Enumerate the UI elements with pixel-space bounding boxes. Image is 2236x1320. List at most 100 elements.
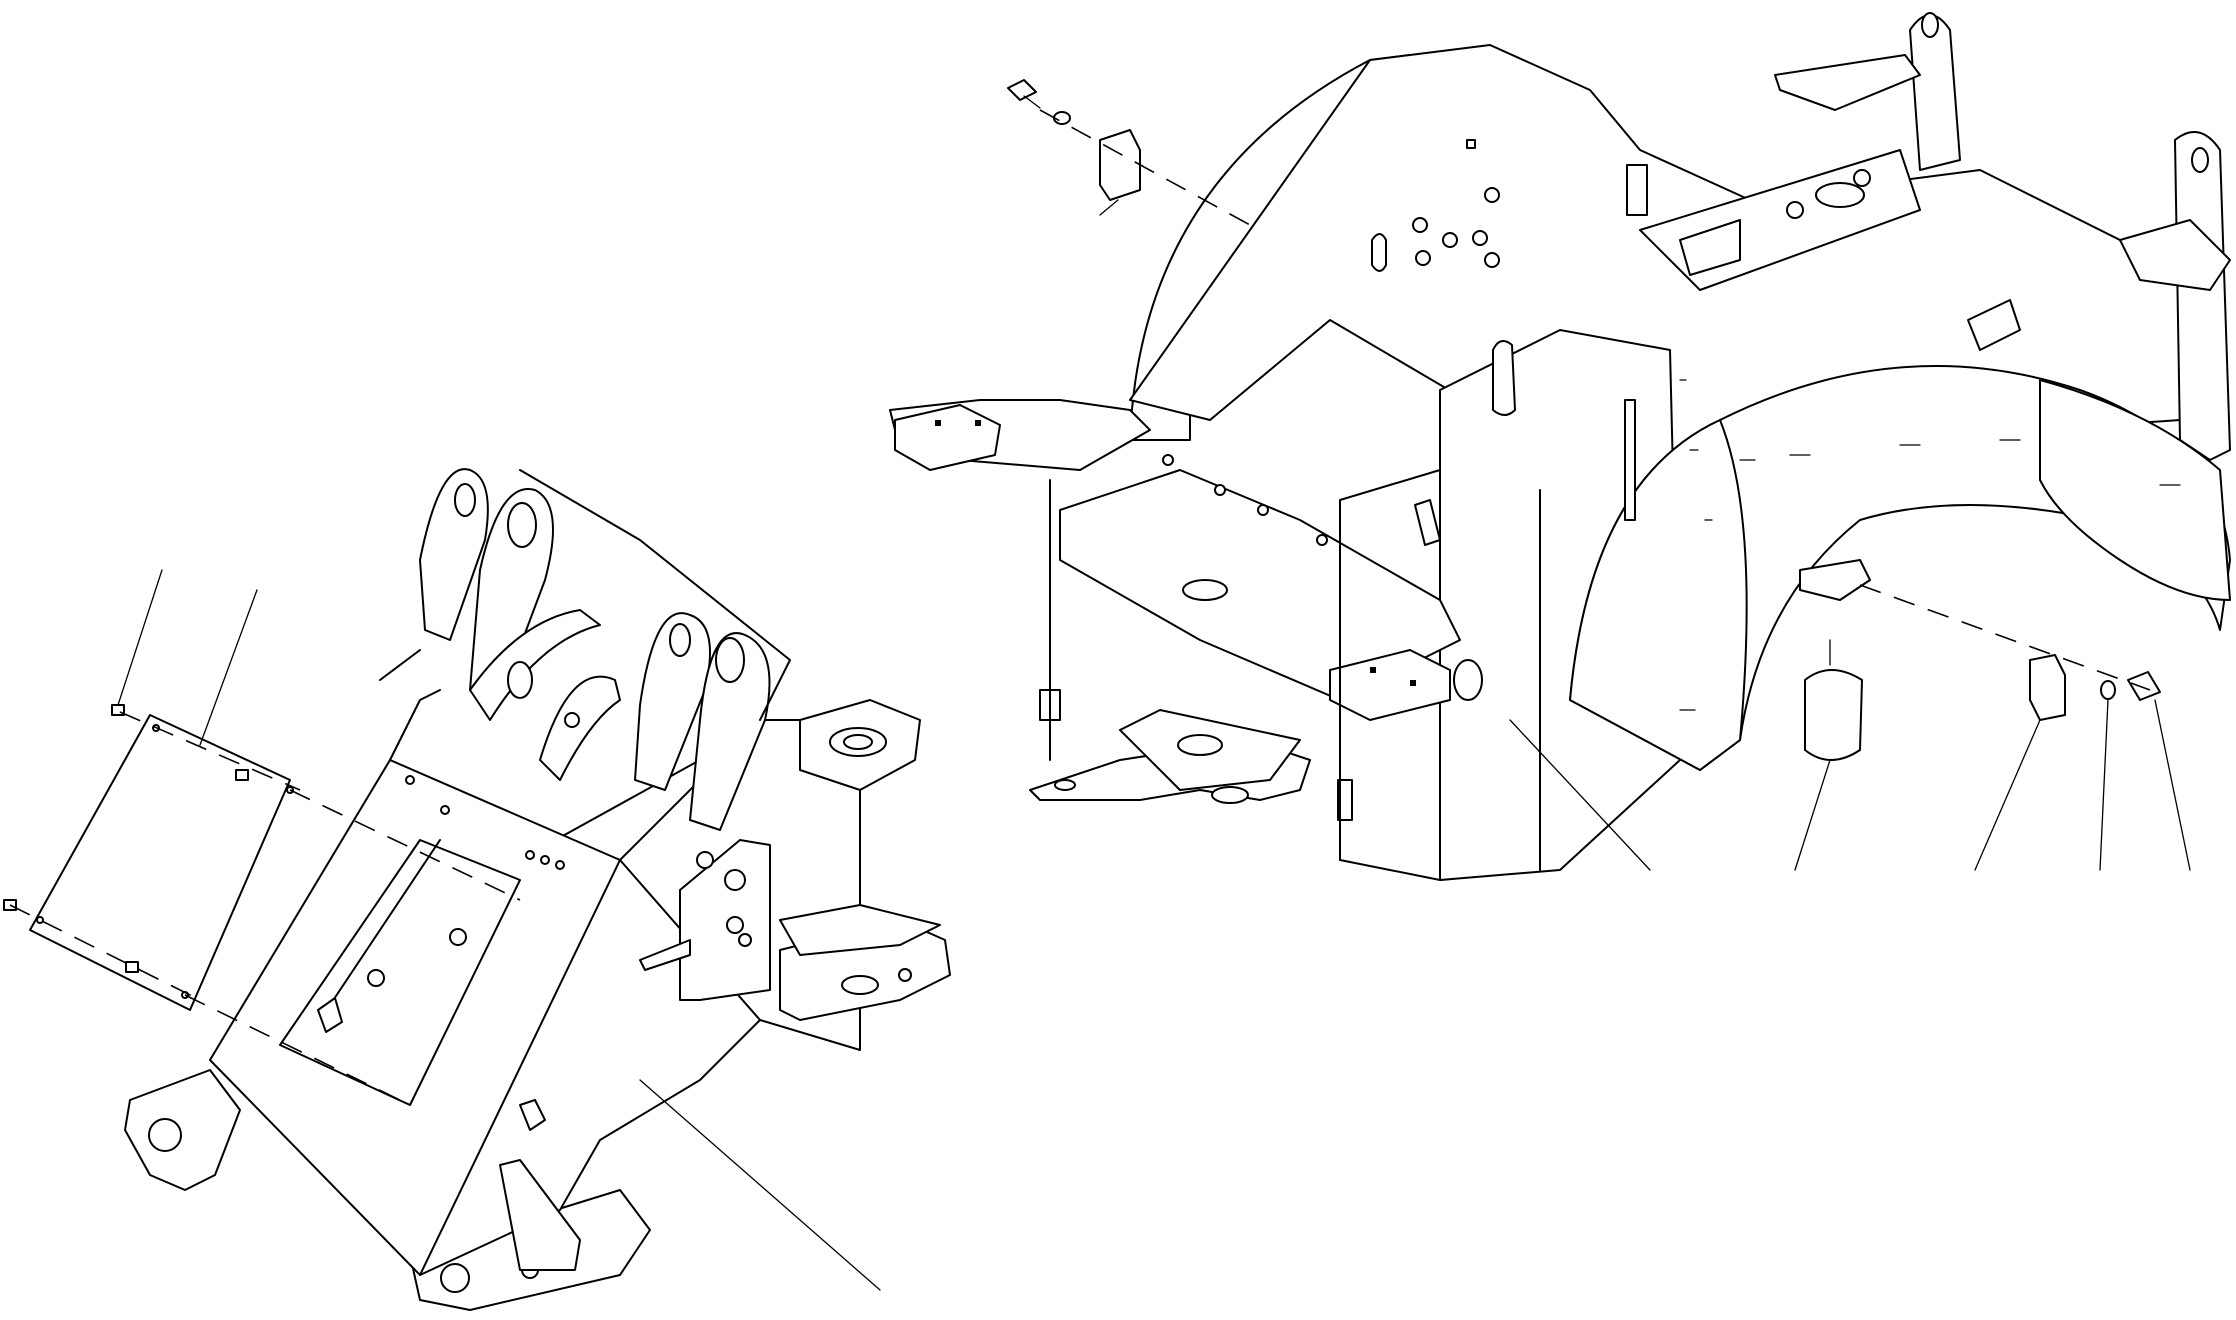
cross-member-boss [1853,169,1871,187]
mid-hinge-plate [779,904,941,956]
stop-lug [499,1159,581,1271]
cylinder-boss [1371,233,1387,272]
tilt-ear-bore [564,712,580,728]
deck-boss [1484,187,1500,203]
deck-boss [1412,217,1428,233]
bracket-bolt [1007,79,1071,125]
right-fender-side [1569,419,1748,771]
deck-boss [1472,230,1488,246]
lift-ear-bore [507,502,537,548]
front-frame-weldment [124,468,951,1311]
leader-line [1509,719,1651,871]
opening-lug [317,997,343,1033]
cover-hole [36,916,44,924]
stop-centerline [1859,584,2151,691]
deck-boss [1442,232,1458,248]
washer [1053,111,1071,125]
bracket-boss [724,869,746,891]
bracket-clip [1967,299,2021,351]
stop-block [2029,654,2066,721]
tilt-ear-bore [507,661,533,699]
bracket-block-body [1099,129,1141,201]
frame-edges [1049,479,1341,861]
right-bracket [2119,219,2231,291]
cover-bolt [125,961,139,973]
rear-frame-weldment [889,12,2231,881]
rear-upright-ear [1909,14,1961,171]
lift-ear-4 [689,632,771,831]
leader-line [1794,759,1831,871]
support-pad-right [1329,649,1451,721]
deck-square [1466,139,1476,149]
fender-marks [1789,439,2181,486]
face-hole [405,775,415,785]
leader-line [1099,199,1119,216]
callout-leaders [117,199,2191,1291]
washer-and-bolt [2100,671,2161,701]
bracket-boss [738,933,752,947]
hitch-bore-lower [1211,786,1249,804]
face-hole [440,805,450,815]
access-opening [279,839,521,1106]
wall-access-hole [1453,659,1483,701]
upper-hinge-bore-inner [843,734,873,750]
cross-member-bore [1815,182,1865,208]
foot-bolt-hole [148,1118,182,1152]
hitch-small-hole [1054,779,1076,791]
opening-boss [449,928,467,946]
lift-ear-bore [669,623,691,657]
leader-line [639,1079,881,1291]
bump-stop-bracket [1799,559,1871,601]
cross-member-boss [1786,201,1804,219]
deck-boss [1484,252,1500,268]
rear-right-bore [2191,147,2209,173]
upper-bracket [1774,54,1921,111]
hinge-bolt-hole [898,968,912,982]
bracket-shelf [639,939,691,971]
stop-washer [2100,680,2116,700]
stop-block-body [2029,654,2066,721]
bracket-centerline [1039,109,1251,226]
face-hole [555,860,565,870]
vertical-strap [1624,399,1636,521]
deck-pin [1162,454,1174,466]
opening-boss [367,969,385,987]
face-hole [540,855,550,865]
support-pad [894,404,1001,471]
bracket-block [1099,129,1141,201]
access-cover-plate [29,714,294,1011]
opening-inner-edge [329,839,441,1006]
leader-line [2154,699,2191,871]
bracket-boss [696,851,714,869]
bracket-boss [726,916,744,934]
grease-lug [519,1099,546,1131]
deck-pin [1214,484,1226,496]
pad-hole [975,420,981,426]
pad-hole [935,420,941,426]
lift-ear-bore [715,637,745,683]
bump-stop [1799,559,1871,761]
pad-hole [1410,680,1416,686]
stop-bolt-head [2127,671,2161,701]
face-hole [525,850,535,860]
rear-upright-bore [1921,12,1939,38]
top-box [1679,219,1741,276]
deck-pin [1257,504,1269,516]
valve-bracket-plate [679,839,771,1001]
bolt-head [1007,79,1037,101]
pad-hole [1370,667,1376,673]
lower-hinge-bore [841,975,879,995]
leader-line [199,589,258,746]
leader-line [117,569,163,706]
cross-plate-hole [1182,579,1228,601]
hydraulic-standoff [1492,340,1516,416]
deck-pin [1316,534,1328,546]
ear-plate-edges [379,469,791,721]
tilt-ear-right [539,675,621,781]
foot-bolt-hole [440,1263,470,1293]
deck-boss [1415,250,1431,266]
rear-right-ear [2174,131,2231,461]
mount-tab [1414,499,1441,546]
